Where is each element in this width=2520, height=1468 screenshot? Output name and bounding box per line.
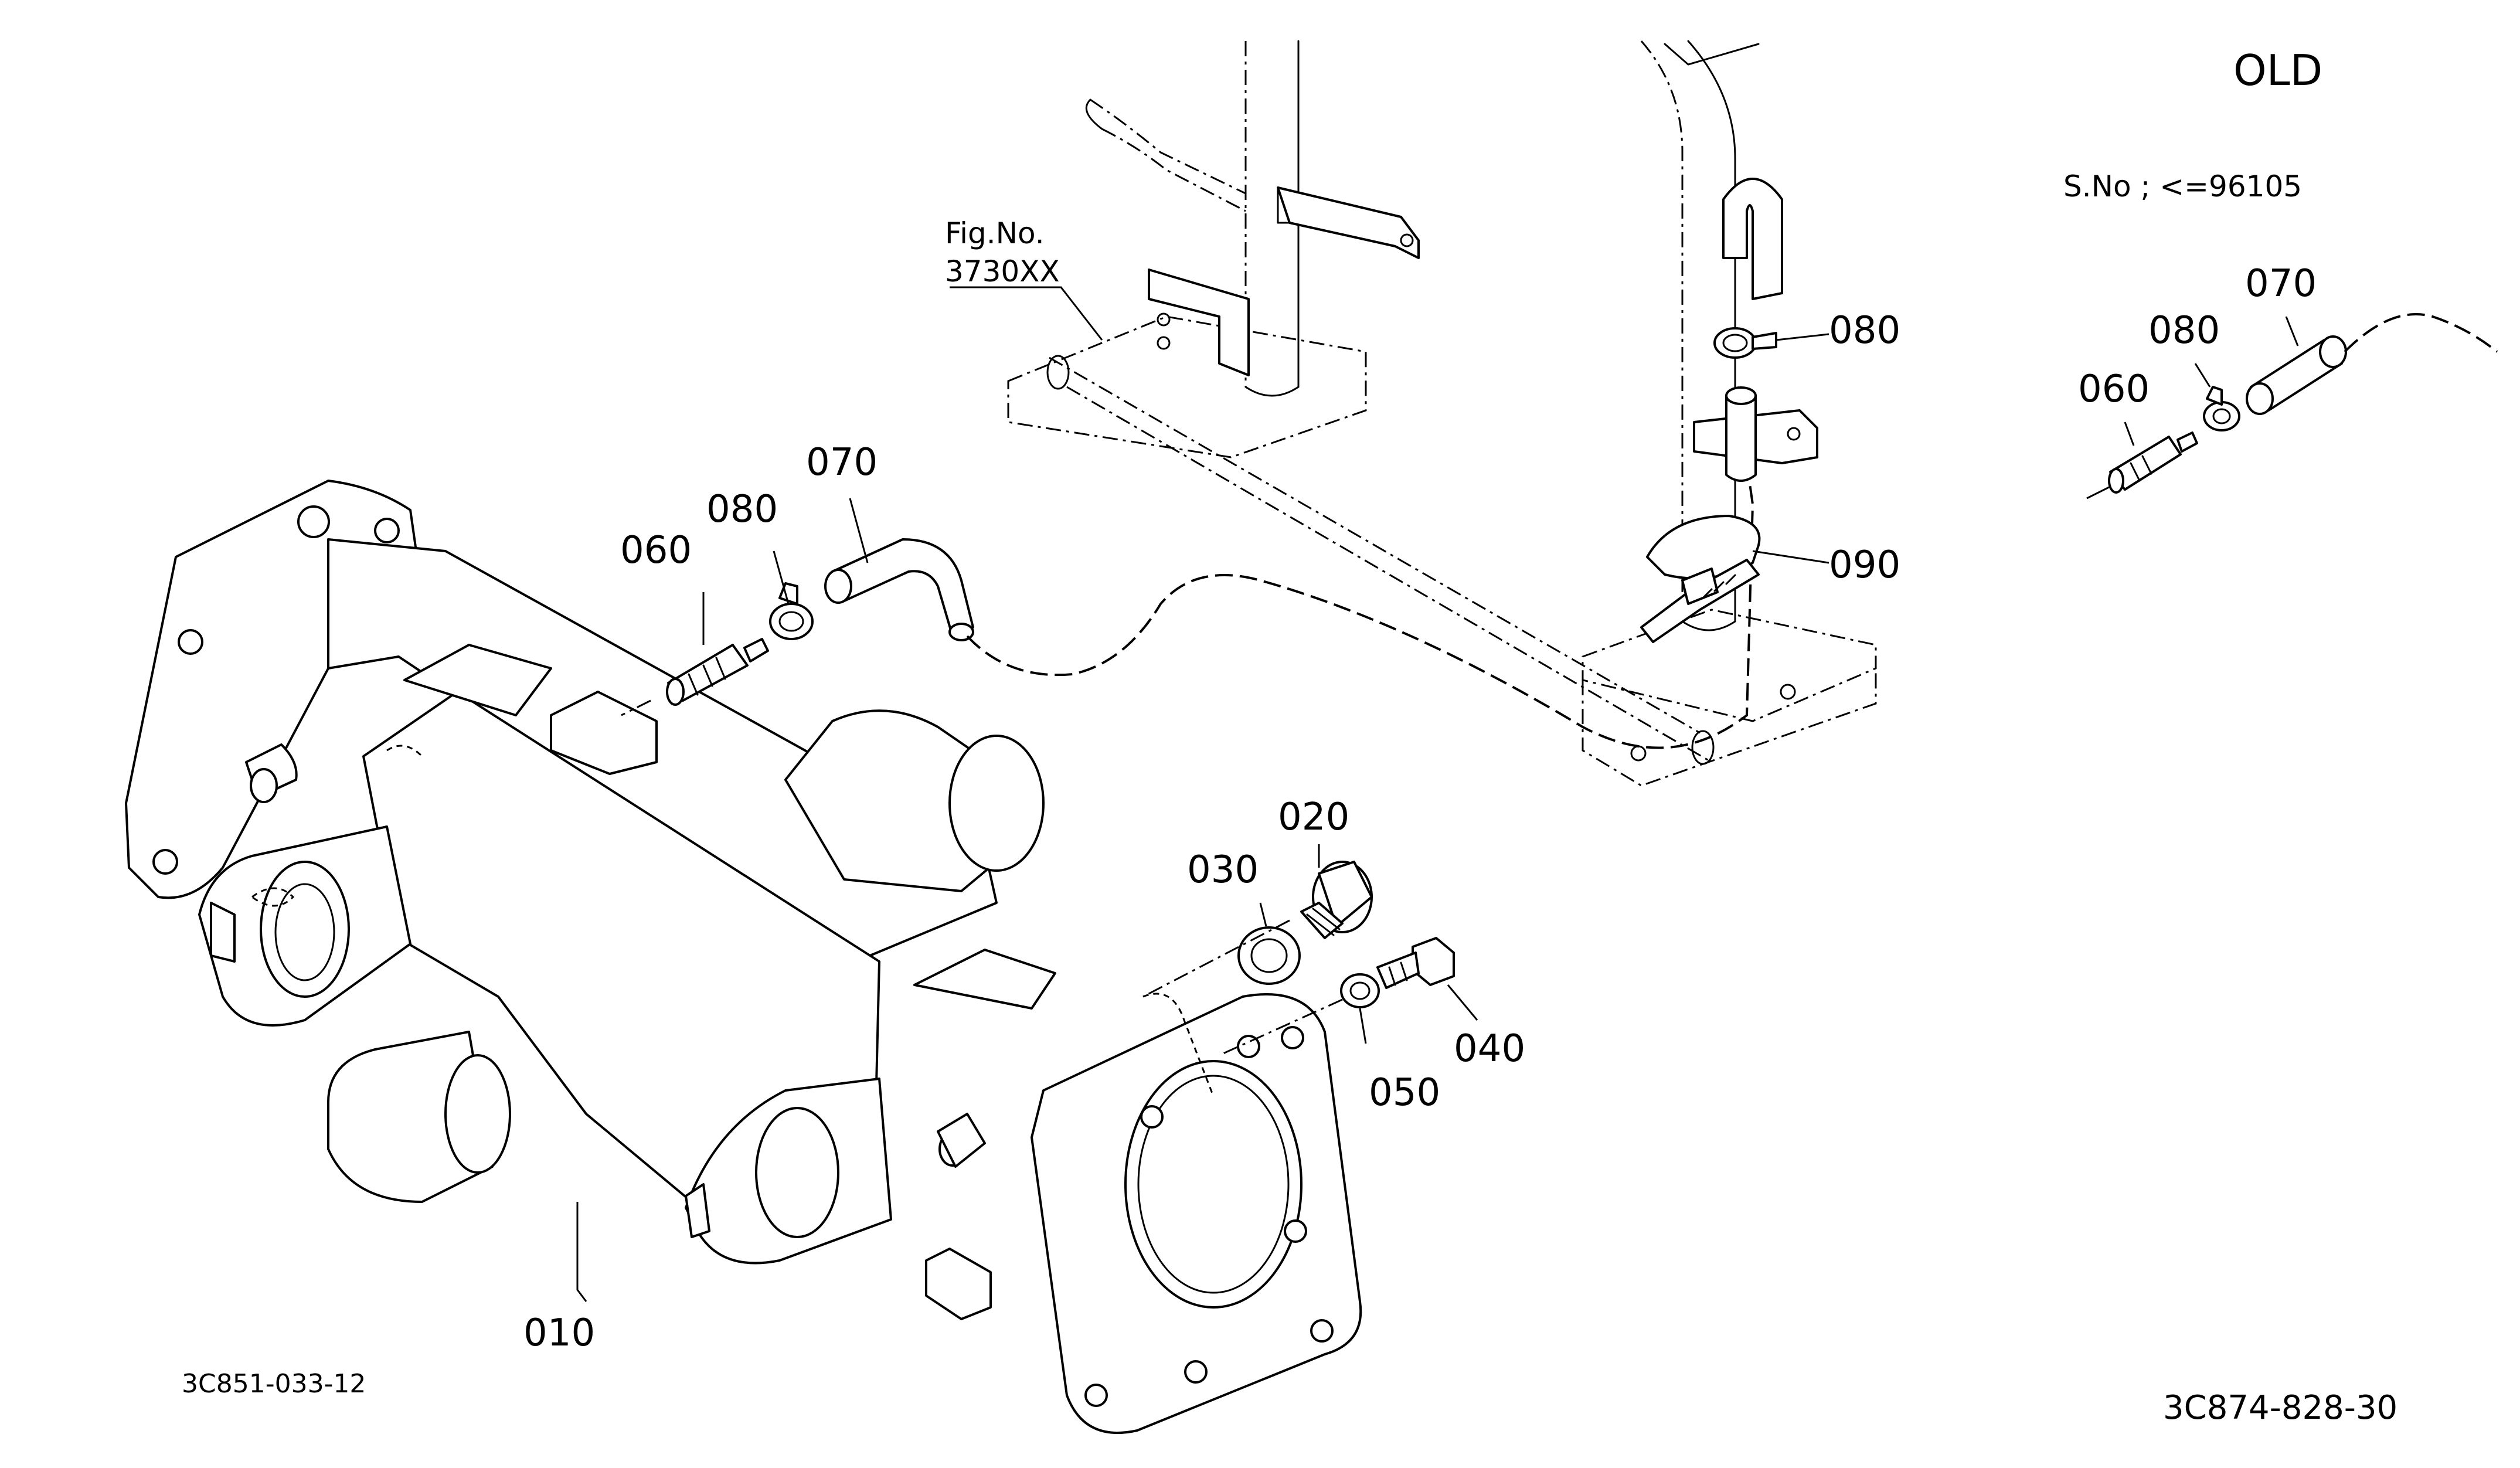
bolt-040 — [1376, 937, 1455, 989]
callout-050: 050 — [1369, 1071, 1440, 1114]
callout-080: 080 — [706, 488, 778, 531]
callout-080-frame: 080 — [1829, 309, 1900, 352]
hose-070 — [824, 538, 974, 641]
callout-010: 010 — [523, 1311, 595, 1355]
callout-020: 020 — [1278, 796, 1349, 839]
axis-line-060 — [621, 699, 651, 716]
old-inset — [2086, 313, 2498, 499]
hose-route — [966, 463, 1754, 749]
band-090 — [1640, 515, 1761, 643]
plug-020 — [1300, 861, 1373, 939]
nipple-060 — [666, 638, 769, 706]
callout-060-old: 060 — [2078, 368, 2150, 411]
fig-ref-label: Fig.No. — [945, 216, 1045, 250]
fig-ref-number: 3730XX — [945, 254, 1060, 288]
callout-060: 060 — [620, 529, 692, 572]
axis-line-020 — [1142, 919, 1290, 998]
callout-070-old: 070 — [2245, 262, 2317, 305]
frame-assembly — [1007, 40, 1877, 787]
callout-070: 070 — [806, 441, 878, 484]
hose-070-frame — [1725, 386, 1757, 482]
washer-030 — [1237, 926, 1301, 985]
transmission-housing — [125, 480, 1362, 1434]
version-label: OLD — [2233, 46, 2322, 95]
drawing-code: 3C874-828-30 — [2163, 1389, 2397, 1427]
sub-drawing-code: 3C851-033-12 — [182, 1369, 366, 1399]
clip-080-frame — [1713, 327, 1777, 359]
callout-080-old: 080 — [2148, 309, 2220, 352]
clip-080 — [769, 582, 814, 640]
axis-line-040 — [1219, 998, 1343, 1056]
serial-note: S.No ; <=96105 — [2063, 169, 2302, 203]
callout-030: 030 — [1187, 848, 1259, 892]
callout-040: 040 — [1454, 1027, 1525, 1071]
leader-lines — [576, 286, 2299, 1302]
washer-050 — [1340, 973, 1380, 1008]
callout-090: 090 — [1829, 543, 1900, 587]
